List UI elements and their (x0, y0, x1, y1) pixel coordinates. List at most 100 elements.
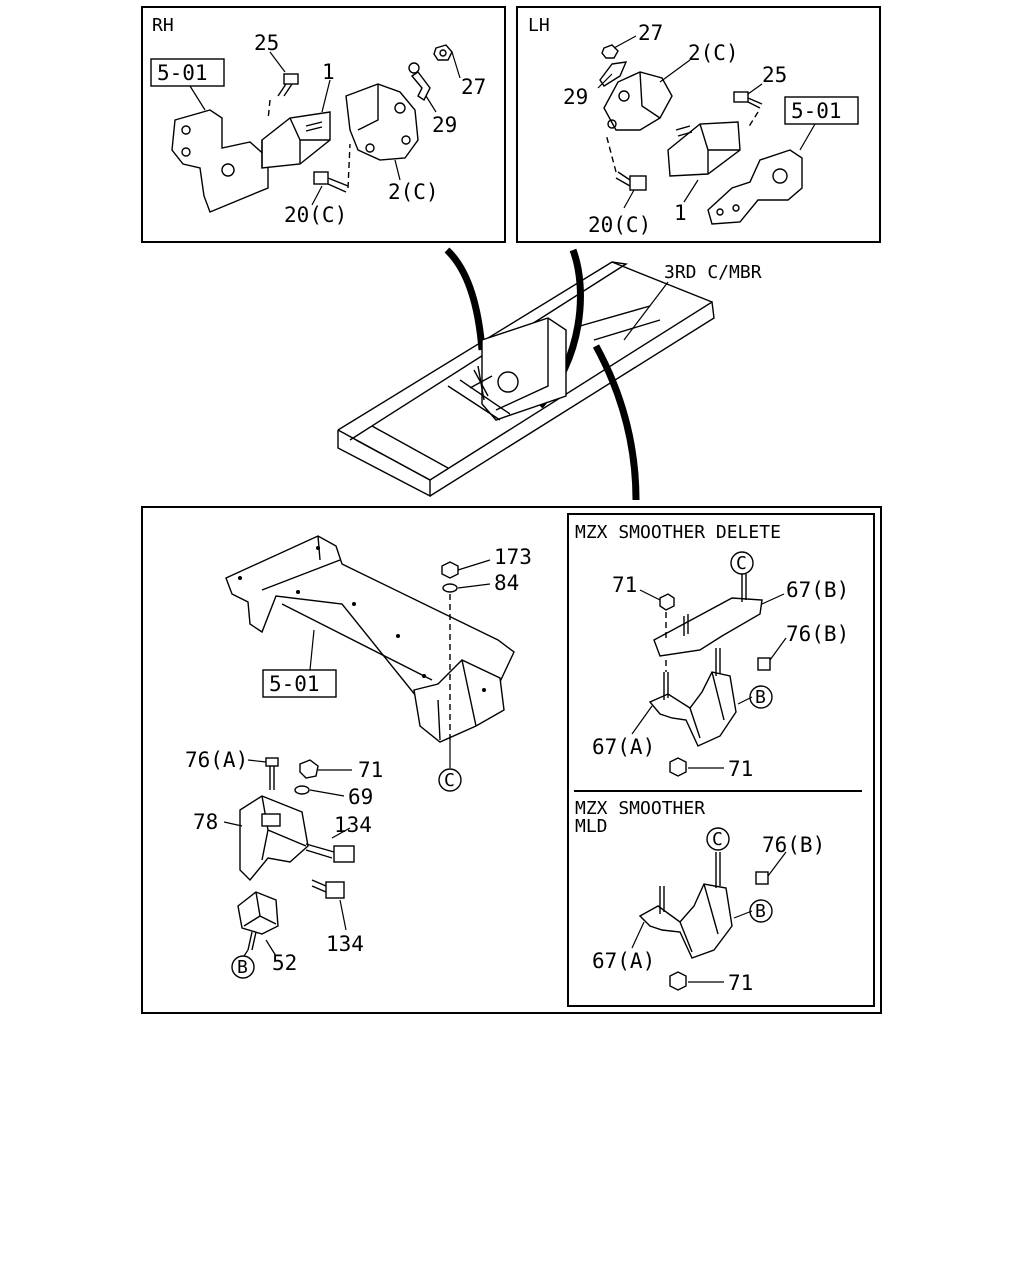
rh-frame-bracket (171, 109, 269, 213)
rivet (316, 546, 320, 550)
rivet (422, 674, 426, 678)
sd-circle-b-marker (749, 685, 773, 709)
rh-bracket-hole (181, 147, 191, 157)
sd-label-76b: 76(B) (786, 622, 849, 646)
rivet (238, 576, 242, 580)
leader-134-upper (331, 827, 351, 839)
rh-label-27: 27 (461, 75, 486, 99)
lh-ref-leader (799, 123, 816, 151)
label-134-lower: 134 (326, 932, 364, 956)
nut-173 (441, 561, 459, 579)
label-76a: 76(A) (185, 748, 248, 772)
sd-stud-right (715, 648, 721, 676)
crossmember-callout-label: 3RD C/MBR (664, 262, 762, 283)
mld-label-71: 71 (728, 971, 753, 995)
rh-bracket-hole (221, 163, 235, 177)
lh-label-25: 25 (762, 63, 787, 87)
label-173: 173 (494, 545, 532, 569)
rh-leader-29 (425, 95, 437, 113)
right-frame-rail (429, 300, 715, 497)
sd-bolt-76b (757, 657, 771, 671)
mld-label-67a: 67(A) (592, 949, 655, 973)
rh-bracket-2c-hole (394, 102, 406, 114)
leader-134-lower (339, 899, 347, 931)
crossmember-end-edge (437, 659, 477, 741)
rh-panel: RH 5-01 (141, 6, 506, 243)
smoother-delete-title: MZX SMOOTHER DELETE (575, 522, 781, 543)
rh-bracket-2c-hole (401, 135, 411, 145)
mount-52 (237, 891, 279, 951)
rh-bracket-2c-edge (357, 84, 379, 131)
rh-label-2c: 2(C) (388, 180, 439, 204)
smoother-delete-panel: MZX SMOOTHER DELETE C B 71 67(B) 76(B) 6… (567, 513, 875, 1007)
bottom-ref-box[interactable] (262, 669, 337, 698)
rivet (482, 688, 486, 692)
rh-label-1: 1 (322, 60, 335, 84)
lh-leader-29 (597, 73, 613, 89)
circle-b-marker (231, 955, 255, 979)
rh-bolt-20c (313, 143, 351, 193)
rh-bracket-hole (181, 125, 191, 135)
lh-leader-1 (683, 179, 699, 203)
lh-label-29: 29 (563, 85, 588, 109)
mld-circle-c-marker (706, 827, 730, 851)
mld-bracket-67a (638, 883, 733, 959)
lh-ref-box-label: 5-01 (791, 99, 842, 123)
lh-panel-title: LH (528, 15, 550, 36)
sd-circle-b-label: B (755, 687, 766, 708)
rh-bracket-2c (345, 83, 419, 161)
leader-69 (309, 789, 345, 797)
lh-mount-stud (675, 125, 693, 137)
lh-ref-box[interactable] (784, 96, 859, 125)
rivet (352, 602, 356, 606)
sd-bracket-67a-edge (689, 671, 725, 739)
lh-panel-frame (516, 6, 881, 243)
crossmember-assembly (225, 535, 515, 743)
lh-bolt-25 (733, 91, 763, 129)
mount-flare (469, 365, 493, 401)
rh-nut-27 (433, 44, 453, 61)
sd-stud-left (663, 672, 669, 700)
sd-nut-71-upper (659, 593, 675, 611)
smoother-mld-title-line2: MLD (575, 816, 608, 837)
rivet (396, 634, 400, 638)
bolt-134-upper (305, 843, 355, 863)
label-78: 78 (193, 810, 218, 834)
lh-label-2c: 2(C) (688, 41, 739, 65)
transmission-edge (495, 318, 549, 411)
mld-circle-b-marker (749, 899, 773, 923)
rh-callout-curve (444, 247, 486, 351)
washer-84 (442, 583, 458, 593)
mld-bracket-67a-edge (679, 883, 719, 953)
rh-panel-frame (141, 6, 506, 243)
lh-panel: LH 5-01 (516, 6, 881, 243)
label-134-upper: 134 (334, 813, 372, 837)
chassis-view: 3RD C/MBR (337, 247, 762, 501)
lh-engine-mount-edge (699, 123, 740, 174)
rh-mount-stud (305, 121, 323, 132)
bolt-134-lower (311, 879, 345, 899)
smoother-mld-title-line1: MZX SMOOTHER (575, 798, 705, 819)
rh-ref-box[interactable] (150, 58, 225, 87)
label-84: 84 (494, 571, 519, 595)
sd-label-71-upper: 71 (612, 573, 637, 597)
lh-engine-mount (667, 121, 741, 177)
front-crossmember (355, 425, 449, 481)
mld-circle-b-label: B (755, 901, 766, 922)
label-52: 52 (272, 951, 297, 975)
sd-leader-67b (761, 593, 785, 605)
rivet (296, 590, 300, 594)
lh-label-1: 1 (674, 201, 687, 225)
sd-plate-67b (653, 597, 763, 657)
sd-label-67a: 67(A) (592, 735, 655, 759)
lh-leader-27 (613, 35, 637, 49)
sd-leader-76b (769, 637, 787, 661)
mld-leader-76b (767, 851, 787, 877)
sd-circle-c-label: C (736, 553, 747, 574)
lh-bracket-hole (732, 204, 740, 212)
sd-stud-mid (683, 614, 689, 636)
lh-leader-2c (659, 59, 691, 83)
lh-label-20c: 20(C) (588, 213, 651, 237)
lh-bracket-hole (716, 208, 724, 216)
rh-leader-25 (269, 51, 286, 73)
